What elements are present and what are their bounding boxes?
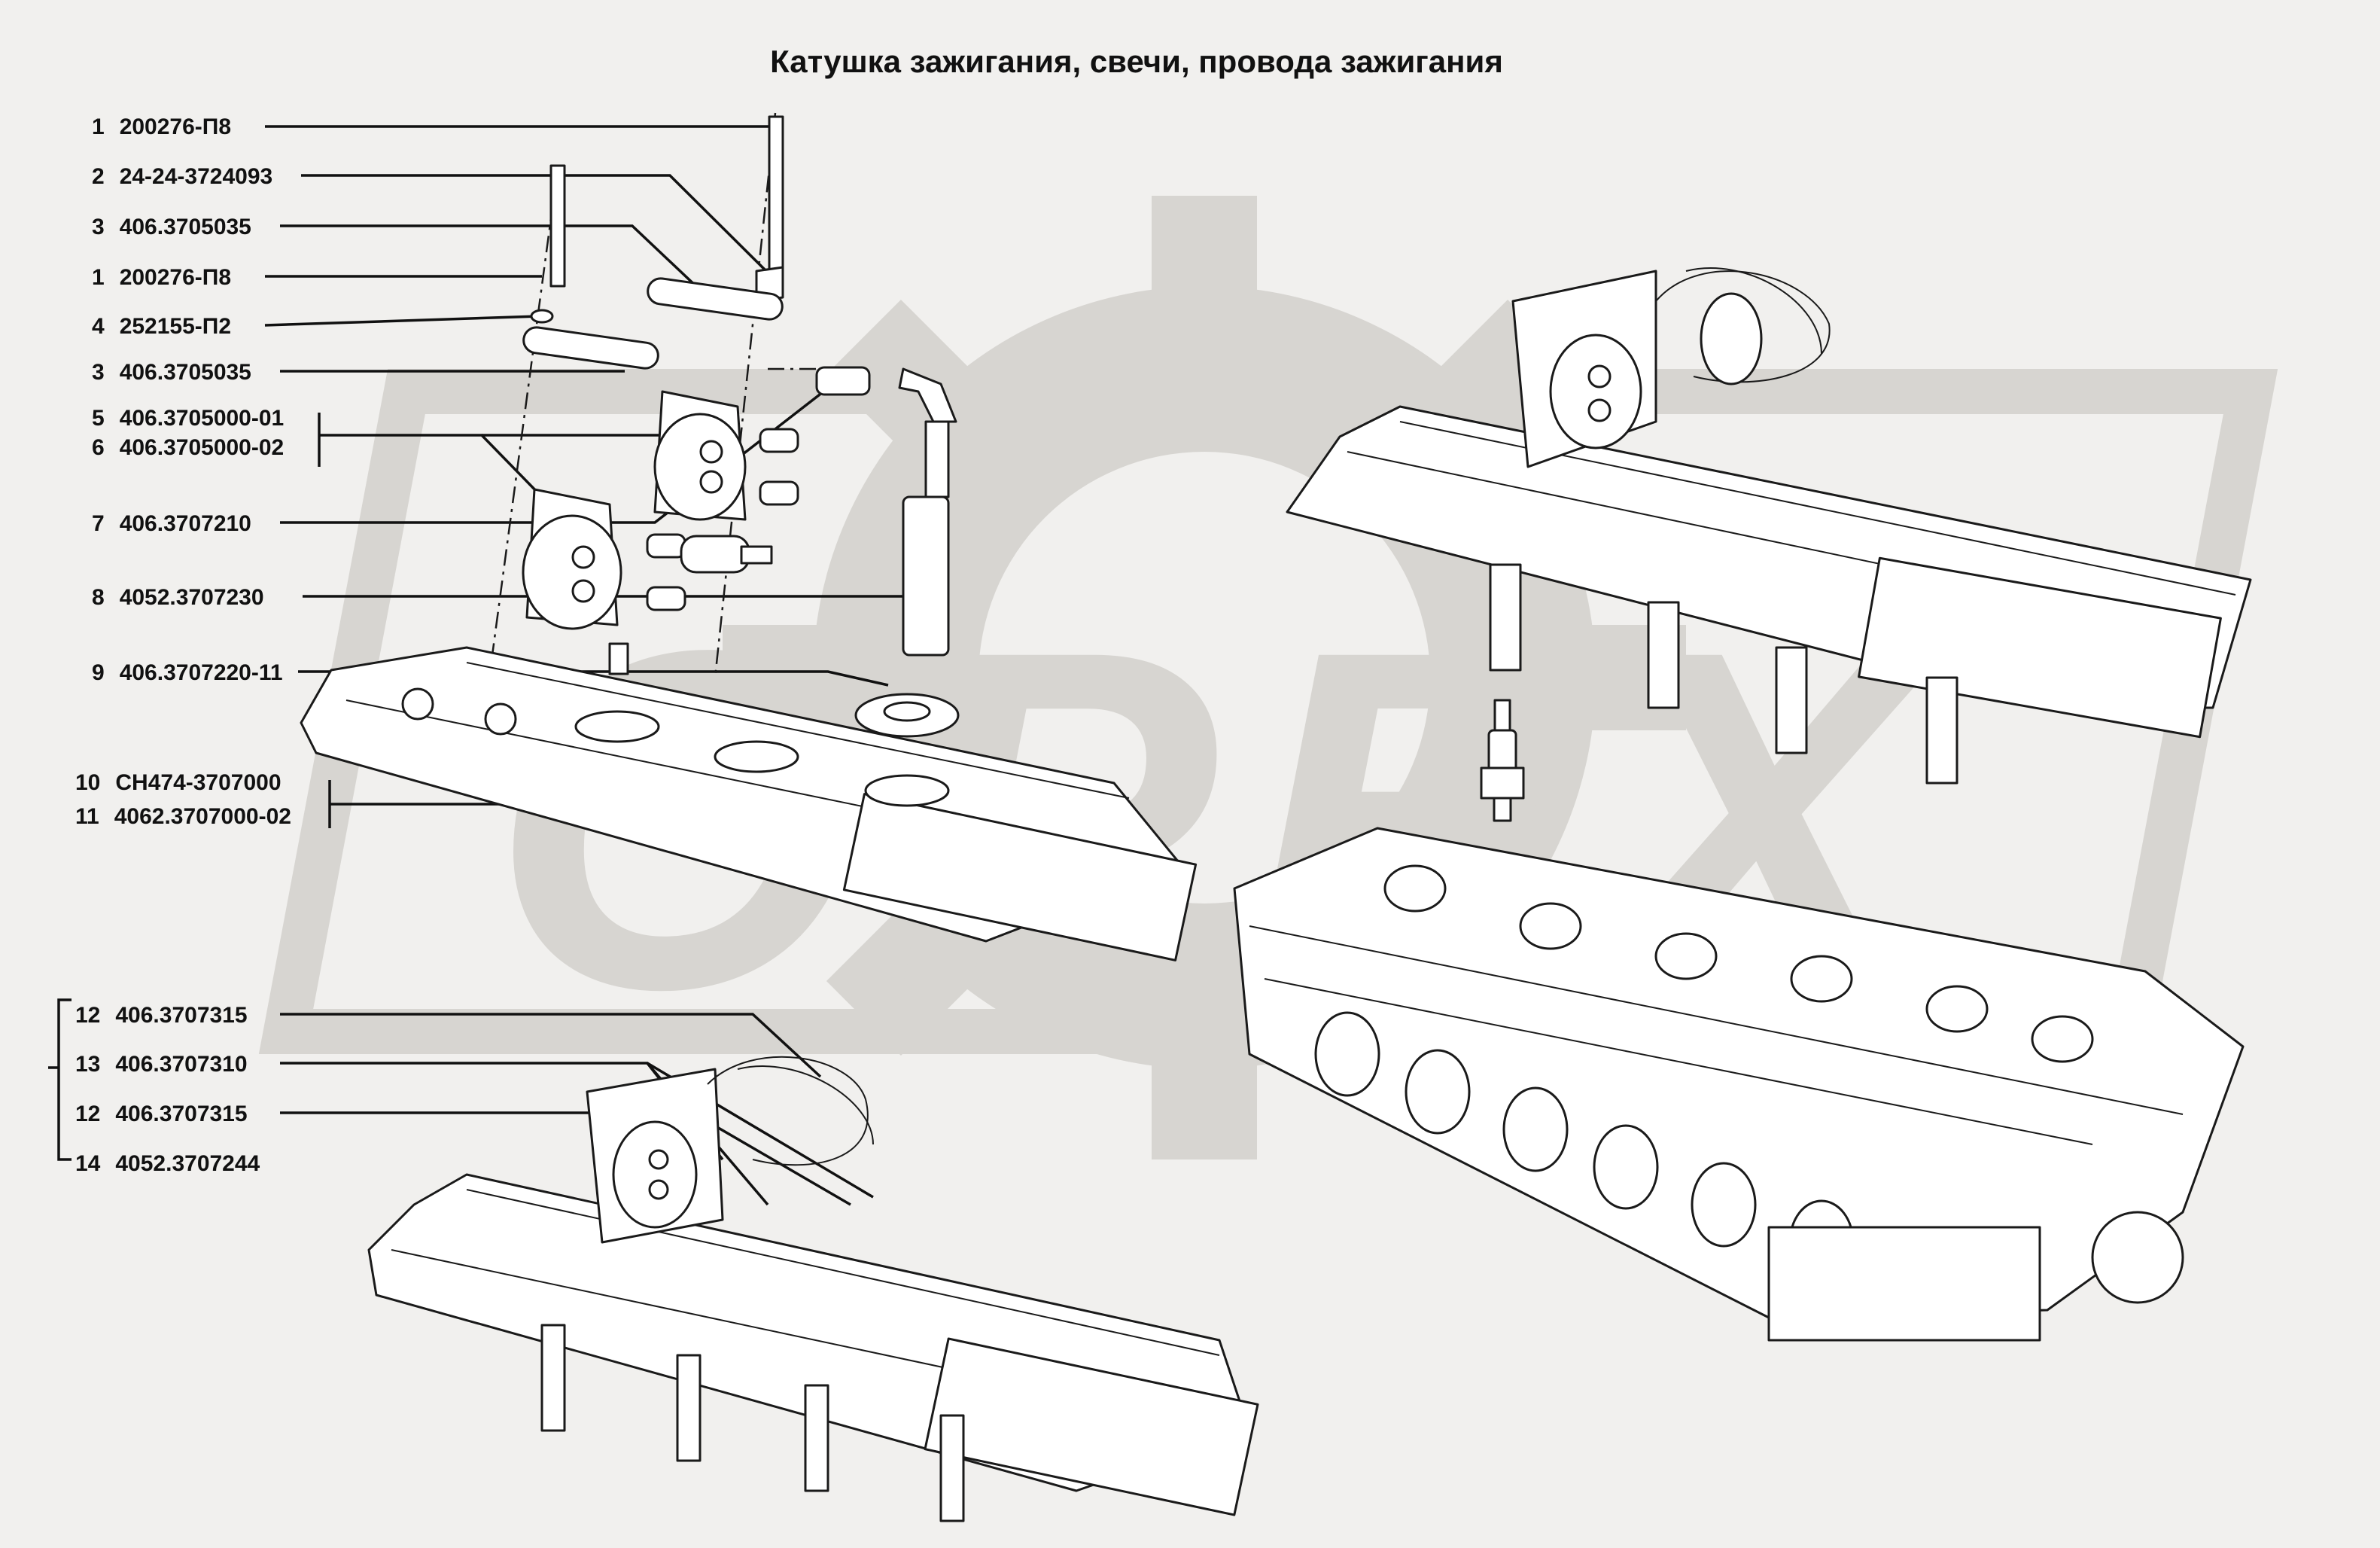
spark-plug-icon: [1480, 699, 1525, 822]
assembled-coil-unit-lower: [367, 1056, 1259, 1522]
svg-text:224-24-3724093: 224-24-3724093: [92, 164, 272, 189]
plug-cap-icon: [680, 535, 773, 574]
plug-seal-icon: [854, 693, 960, 738]
diagram-title: Катушка зажигания, свечи, провода зажига…: [770, 44, 1503, 79]
ignition-coil-lower-icon: [522, 488, 686, 630]
bolt-1-icon: [768, 115, 784, 276]
ignition-coil-upper-icon: [653, 390, 799, 521]
cylinder-head: [1233, 827, 2245, 1342]
plate-1-icon: [647, 277, 784, 321]
exploded-assembly: [300, 112, 1198, 961]
callout-code: 200276-П8: [120, 114, 231, 139]
bolt-2-icon: [549, 164, 566, 288]
ignition-wire-icon: [815, 366, 957, 657]
valve-cover-left-icon: [300, 642, 1198, 961]
callout-1: 1 200276-П8: [92, 114, 775, 139]
coil-bracket-icon: [1511, 267, 1831, 468]
assembled-coil-unit: [1286, 267, 2252, 785]
coil-bracket-lower-icon: [586, 1056, 874, 1244]
plate-2-icon: [522, 326, 659, 370]
washer-icon: [530, 309, 554, 324]
callout-number: 1: [92, 114, 105, 139]
